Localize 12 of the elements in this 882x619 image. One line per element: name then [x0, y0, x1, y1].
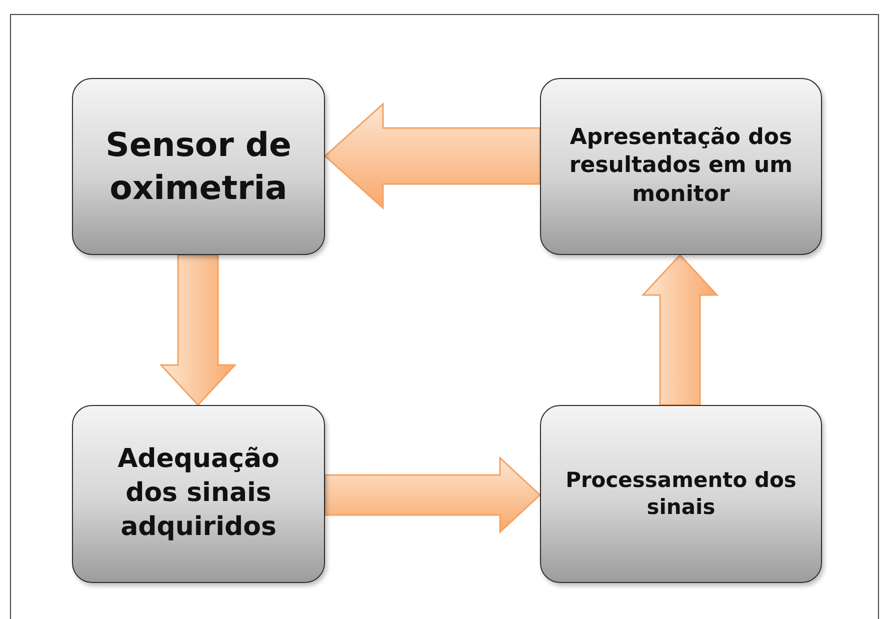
box-label: Apresentação dos resultados em um monitor	[568, 124, 794, 209]
block-arrow	[324, 102, 541, 210]
block-arrow	[324, 456, 542, 534]
block-arrow	[641, 254, 719, 406]
process-box	[72, 78, 325, 255]
process-box	[540, 405, 822, 583]
box-label: Processamento dos sinais	[564, 466, 798, 521]
block-arrow	[159, 254, 237, 406]
box-label: Adequação dos sinais adquiridos	[116, 443, 280, 544]
box-label: Sensor de oximetria	[104, 124, 292, 208]
process-box	[540, 78, 822, 255]
process-box	[72, 405, 325, 583]
